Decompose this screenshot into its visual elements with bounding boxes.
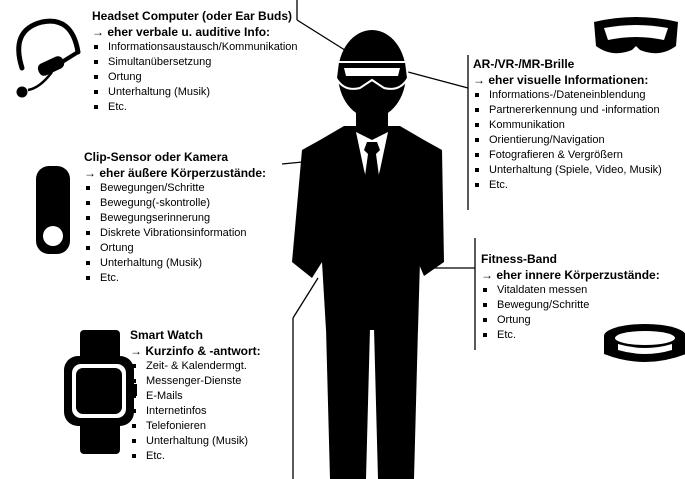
list-item: Unterhaltung (Musik) <box>130 434 261 449</box>
list-item: Partnererkennung und -information <box>473 103 662 118</box>
headset-subtitle: → eher verbale u. auditive Info: <box>92 25 271 39</box>
glasses-title: AR-/VR-/MR-Brille <box>473 57 575 71</box>
list-item: Simultanübersetzung <box>92 55 298 70</box>
band-title: Fitness-Band <box>481 252 558 266</box>
list-item: Etc. <box>481 328 660 343</box>
list-item: Diskrete Vibrationsinformation <box>84 226 266 241</box>
list-item: Etc. <box>92 100 298 115</box>
watch-list: Zeit- & Kalendermgt. Messenger-Dienste E… <box>130 359 261 464</box>
smart-watch-icon <box>64 330 137 454</box>
list-item: Zeit- & Kalendermgt. <box>130 359 261 374</box>
list-item: Unterhaltung (Musik) <box>84 256 266 271</box>
band-info: Fitness-Band → eher innere Körperzuständ… <box>481 252 660 343</box>
list-item: Informations-/Dateneinblendung <box>473 88 662 103</box>
band-subtitle: → eher innere Körperzustände: <box>481 268 660 282</box>
headset-icon <box>16 18 81 98</box>
list-item: Orientierung/Navigation <box>473 133 662 148</box>
shirt-collar <box>356 132 388 212</box>
list-item: Bewegungserinnerung <box>84 211 266 226</box>
glasses-info: AR-/VR-/MR-Brille → eher visuelle Inform… <box>473 57 662 193</box>
band-list: Vitaldaten messen Bewegung/Schritte Ortu… <box>481 283 660 343</box>
list-item: Kommunikation <box>473 118 662 133</box>
list-item: Messenger-Dienste <box>130 374 261 389</box>
list-item: Ortung <box>92 70 298 85</box>
person-silhouette <box>292 30 444 479</box>
watch-info: Smart Watch → Kurzinfo & -antwort: Zeit-… <box>130 328 261 464</box>
list-item: Fotografieren & Vergrößern <box>473 148 662 163</box>
person-glasses <box>334 61 410 90</box>
list-item: Telefonieren <box>130 419 261 434</box>
list-item: E-Mails <box>130 389 261 404</box>
list-item: Ortung <box>481 313 660 328</box>
list-item: Vitaldaten messen <box>481 283 660 298</box>
glasses-subtitle: → eher visuelle Informationen: <box>473 73 649 87</box>
list-item: Etc. <box>130 449 261 464</box>
clip-title: Clip-Sensor oder Kamera <box>84 150 229 164</box>
vr-glasses-icon <box>594 17 678 54</box>
headset-list: Informationsaustausch/Kommunikation Simu… <box>92 40 298 115</box>
headset-title: Headset Computer (oder Ear Buds) <box>92 9 293 23</box>
list-item: Bewegung/Schritte <box>481 298 660 313</box>
clip-subtitle: → eher äußere Körperzustände: <box>84 166 267 180</box>
clip-list: Bewegungen/Schritte Bewegung(-skontrolle… <box>84 181 266 286</box>
list-item: Ortung <box>84 241 266 256</box>
watch-subtitle: → Kurzinfo & -antwort: <box>130 344 261 358</box>
list-item: Unterhaltung (Spiele, Video, Musik) <box>473 163 662 178</box>
list-item: Bewegung(-skontrolle) <box>84 196 266 211</box>
list-item: Informationsaustausch/Kommunikation <box>92 40 298 55</box>
fitness-band-icon <box>604 324 685 362</box>
list-item: Etc. <box>84 271 266 286</box>
glasses-list: Informations-/Dateneinblendung Partnerer… <box>473 88 662 193</box>
clip-sensor-icon <box>36 166 70 254</box>
list-item: Internetinfos <box>130 404 261 419</box>
list-item: Unterhaltung (Musik) <box>92 85 298 100</box>
clip-info: Clip-Sensor oder Kamera → eher äußere Kö… <box>84 150 266 286</box>
headset-info: Headset Computer (oder Ear Buds) → eher … <box>92 9 298 115</box>
list-item: Bewegungen/Schritte <box>84 181 266 196</box>
watch-title: Smart Watch <box>130 328 203 342</box>
list-item: Etc. <box>473 178 662 193</box>
